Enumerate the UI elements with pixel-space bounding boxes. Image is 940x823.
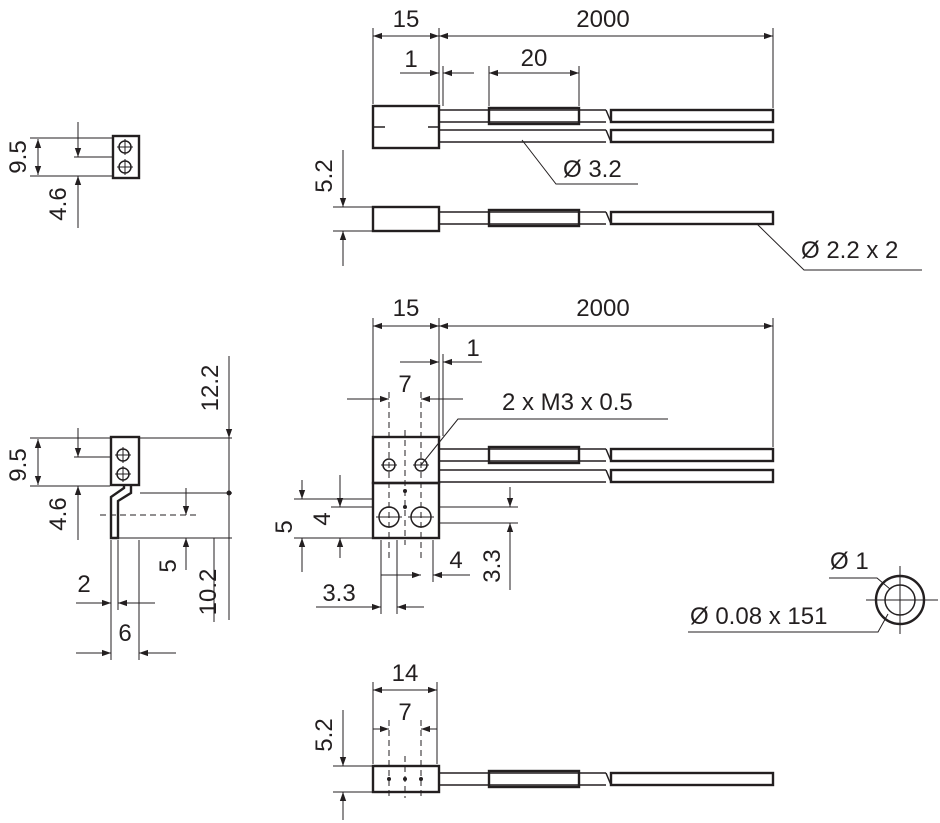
dim-top-sleeve: 20 [521,45,548,72]
dim-bracket-side-b: 4.6 [45,497,72,530]
dim-bracket-side-offset: 5 [155,559,182,572]
bottom-sensor-head [371,764,441,794]
dim-top-cable-length: 2000 [576,6,629,33]
dim-side-height: 5.2 [311,159,338,192]
dim-bracket-h3: 3.3 [479,549,506,582]
dim-top-cable-diameter: Ø 3.2 [563,156,622,183]
view-bottom: 14 7 5.2 [311,660,775,820]
dim-bracket-side-width: 6 [118,620,131,647]
dim-side-fiber: Ø 2.2 x 2 [801,237,898,264]
dim-top-total: 15 [393,6,420,33]
dim-bracket-side-height: 12.2 [197,365,224,412]
dim-top-gap: 1 [404,46,417,73]
dim-bottom-total: 14 [392,660,419,687]
dim-bracket-cable-length: 2000 [576,295,629,322]
dim-bracket-h2: 4 [309,512,336,525]
dim-bottom-spacing: 7 [398,699,411,726]
bracket-plate [371,481,441,540]
dim-end-b: 4.6 [45,187,72,220]
dim-bracket-w2: 3.3 [322,580,355,607]
dim-bracket-side-depth: 10.2 [195,569,222,616]
dim-bracket-side-a: 9.5 [5,448,32,481]
view-top: 15 2000 1 20 Ø 3.2 [371,6,775,185]
dim-bracket-h1: 5 [271,520,298,533]
dim-end-a: 9.5 [5,140,32,173]
sensor-head-side [371,205,441,233]
view-side: 5.2 Ø 2.2 x 2 [311,150,922,271]
bracket-sensor-head [371,435,441,485]
view-cross: Ø 1 Ø 0.08 x 151 [688,548,938,634]
dim-bracket-thread: 2 x M3 x 0.5 [502,389,633,416]
dim-bracket-total: 15 [393,295,420,322]
dim-bottom-height: 5.2 [311,718,338,751]
dim-bracket-side-thick: 2 [77,571,90,598]
dim-bracket-w1: 4 [449,547,462,574]
bracket-profile [109,485,133,540]
view-end: 9.5 4.6 [5,122,141,228]
dim-bracket-spacing: 7 [398,371,411,398]
view-bracket-top: 15 2000 1 7 2 x M3 x 0.5 5 4 3.3 [271,295,775,614]
view-bracket-side: 9.5 4.6 12.2 5 10.2 2 6 [5,356,233,660]
dim-bracket-gap: 1 [466,335,479,362]
end-face [111,134,141,180]
dim-cross-core: Ø 1 [830,548,869,575]
dim-cross-fibers: Ø 0.08 x 151 [690,603,827,630]
